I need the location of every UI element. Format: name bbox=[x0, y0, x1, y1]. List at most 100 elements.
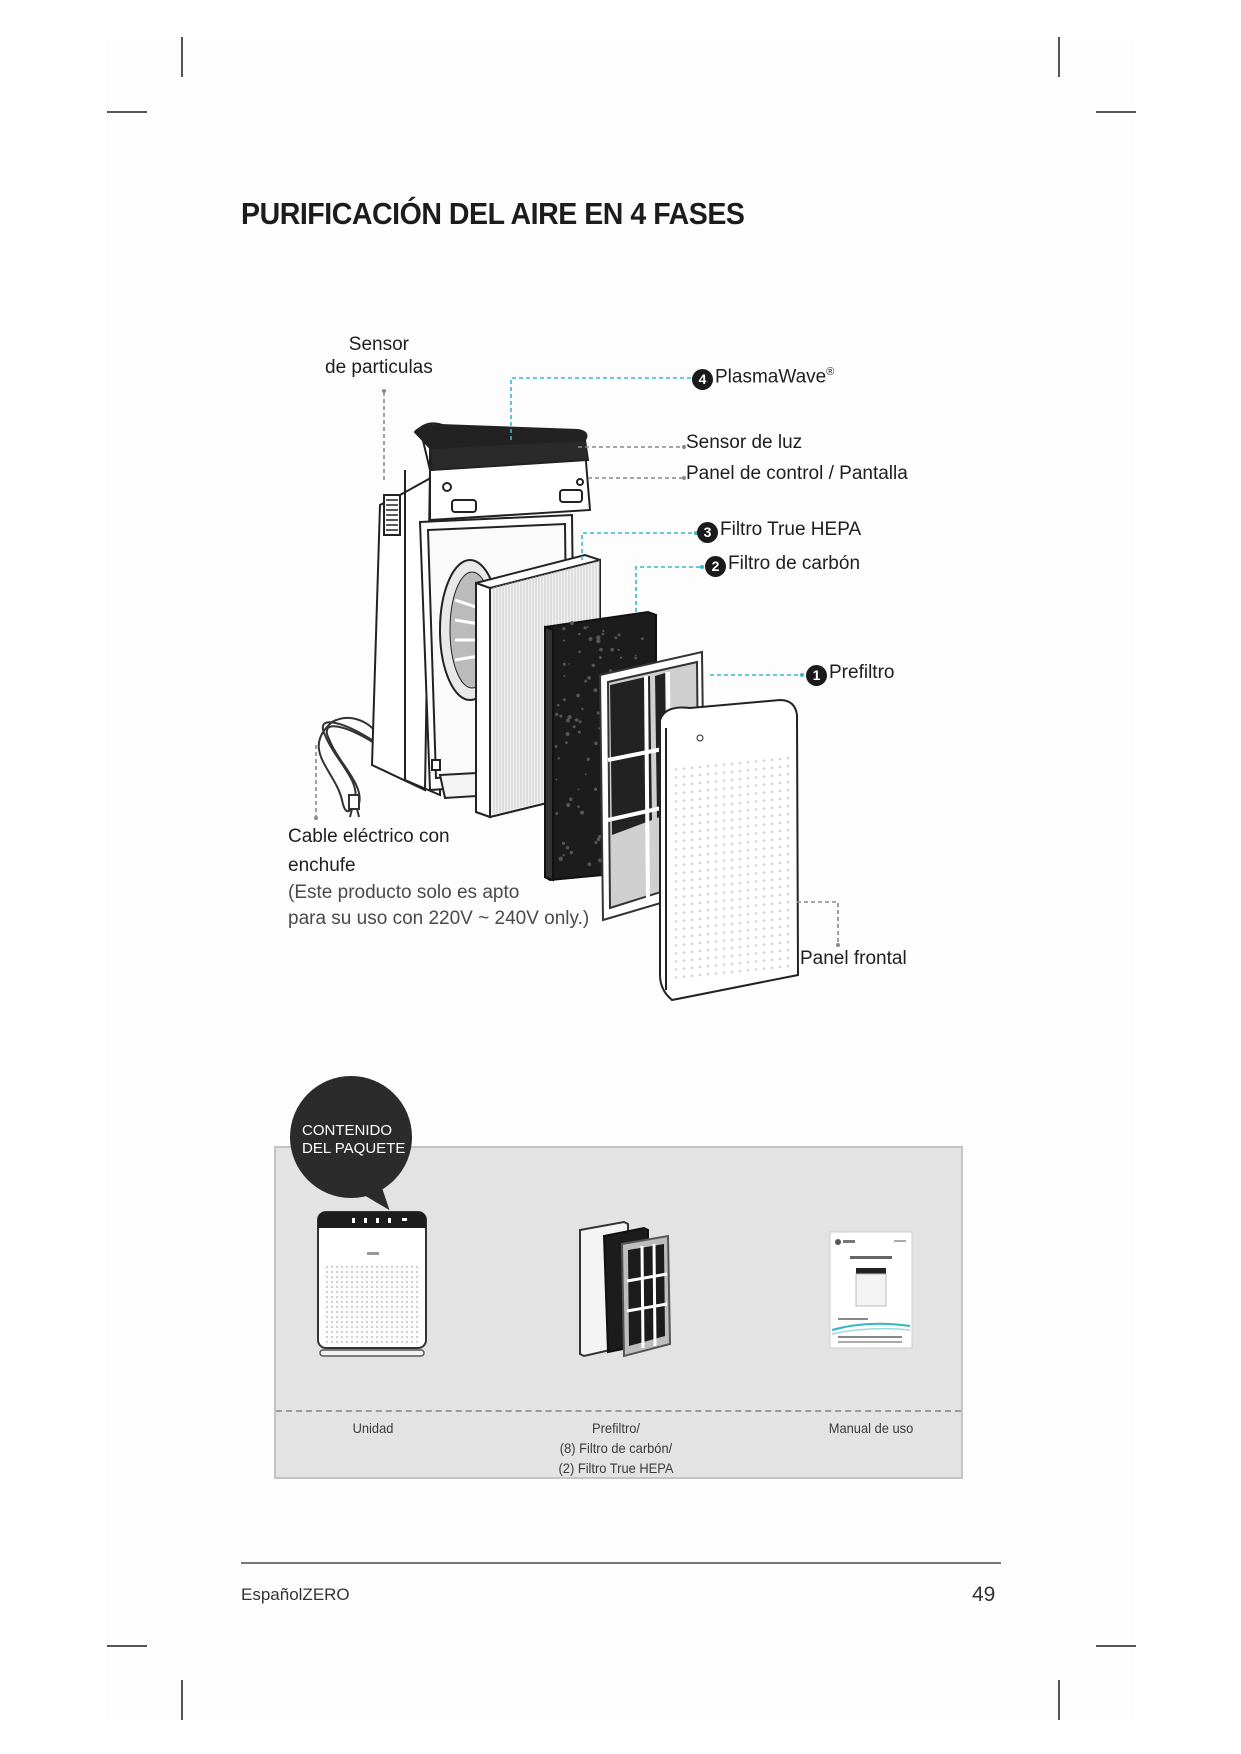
unit-grid-dot bbox=[401, 1291, 403, 1293]
unit-grid-dot bbox=[341, 1321, 343, 1323]
unit-grid-dot bbox=[351, 1291, 353, 1293]
unit-grid-dot bbox=[361, 1326, 363, 1328]
unit-grid-dot bbox=[411, 1316, 413, 1318]
unit-grid-dot bbox=[391, 1311, 393, 1313]
unit-grid-dot bbox=[341, 1276, 343, 1278]
unit-grid-dot bbox=[386, 1266, 388, 1268]
unit-grid-dot bbox=[401, 1281, 403, 1283]
unit-grid-dot bbox=[326, 1316, 328, 1318]
unit-grid-dot bbox=[326, 1306, 328, 1308]
unit-grid-dot bbox=[396, 1331, 398, 1333]
unit-grid-dot bbox=[341, 1266, 343, 1268]
unit-grid-dot bbox=[366, 1316, 368, 1318]
unit-grid-dot bbox=[336, 1326, 338, 1328]
unit-grid-dot bbox=[411, 1341, 413, 1343]
unit-grid-dot bbox=[416, 1341, 418, 1343]
unit-grid-dot bbox=[356, 1306, 358, 1308]
unit-grid-dot bbox=[391, 1291, 393, 1293]
unit-grid-dot bbox=[391, 1296, 393, 1298]
unit-grid-dot bbox=[351, 1281, 353, 1283]
unit-grid-dot bbox=[381, 1281, 383, 1283]
unit-grid-dot bbox=[376, 1281, 378, 1283]
unit-grid-dot bbox=[401, 1311, 403, 1313]
unit-grid-dot bbox=[376, 1266, 378, 1268]
unit-grid-dot bbox=[401, 1336, 403, 1338]
unit-grid-dot bbox=[406, 1311, 408, 1313]
unit-grid-dot bbox=[381, 1296, 383, 1298]
unit-grid-dot bbox=[336, 1321, 338, 1323]
unit-grid-dot bbox=[326, 1336, 328, 1338]
unit-grid-dot bbox=[366, 1306, 368, 1308]
unit-grid-dot bbox=[341, 1296, 343, 1298]
unit-grid-dot bbox=[381, 1336, 383, 1338]
unit-grid-dot bbox=[341, 1316, 343, 1318]
unit-grid-dot bbox=[336, 1276, 338, 1278]
unit-thumbnail bbox=[317, 1211, 427, 1357]
unit-grid-dot bbox=[356, 1341, 358, 1343]
unit-grid-dot bbox=[401, 1286, 403, 1288]
unit-grid-dot bbox=[346, 1336, 348, 1338]
unit-grid-dot bbox=[386, 1316, 388, 1318]
unit-grid-dot bbox=[391, 1271, 393, 1273]
unit-grid-dot bbox=[331, 1301, 333, 1303]
unit-grid-dot bbox=[406, 1316, 408, 1318]
unit-grid-dot bbox=[406, 1321, 408, 1323]
unit-grid-dot bbox=[371, 1296, 373, 1298]
unit-grid-dot bbox=[351, 1341, 353, 1343]
unit-grid-dot bbox=[371, 1271, 373, 1273]
unit-grid-dot bbox=[336, 1311, 338, 1313]
unit-grid-dot bbox=[361, 1306, 363, 1308]
package-item-unit: Unidad bbox=[352, 1420, 394, 1436]
unit-grid-dot bbox=[331, 1296, 333, 1298]
unit-grid-dot bbox=[416, 1301, 418, 1303]
crop-mark bbox=[181, 1680, 183, 1720]
unit-grid-dot bbox=[406, 1291, 408, 1293]
unit-grid-dot bbox=[361, 1286, 363, 1288]
unit-grid-dot bbox=[356, 1321, 358, 1323]
unit-grid-dot bbox=[411, 1281, 413, 1283]
page-number: 49 bbox=[972, 1583, 996, 1606]
unit-grid-dot bbox=[371, 1266, 373, 1268]
unit-grid-dot bbox=[376, 1316, 378, 1318]
unit-grid-dot bbox=[371, 1341, 373, 1343]
unit-grid-dot bbox=[416, 1276, 418, 1278]
unit-grid-dot bbox=[416, 1336, 418, 1338]
unit-grid-dot bbox=[361, 1311, 363, 1313]
unit-grid-dot bbox=[351, 1326, 353, 1328]
unit-grid-dot bbox=[381, 1311, 383, 1313]
crop-mark bbox=[1096, 111, 1136, 113]
unit-grid-dot bbox=[366, 1326, 368, 1328]
unit-grid-dot bbox=[346, 1321, 348, 1323]
unit-grid-dot bbox=[411, 1266, 413, 1268]
package-contents-bubble bbox=[290, 1076, 412, 1198]
unit-grid-dot bbox=[406, 1336, 408, 1338]
unit-grid-dot bbox=[416, 1311, 418, 1313]
unit-grid-dot bbox=[366, 1331, 368, 1333]
unit-grid-dot bbox=[366, 1276, 368, 1278]
unit-grid-dot bbox=[411, 1336, 413, 1338]
unit-grid-dot bbox=[341, 1271, 343, 1273]
unit-grid-dot bbox=[416, 1331, 418, 1333]
unit-grid-dot bbox=[331, 1326, 333, 1328]
unit-grid-dot bbox=[406, 1341, 408, 1343]
unit-grid-dot bbox=[346, 1301, 348, 1303]
unit-grid-dot bbox=[401, 1296, 403, 1298]
crop-mark bbox=[107, 1645, 147, 1647]
unit-grid-dot bbox=[386, 1336, 388, 1338]
unit-grid-dot bbox=[371, 1301, 373, 1303]
unit-grid-dot bbox=[406, 1306, 408, 1308]
package-contents-panel: Unidad Prefiltro/ (8) Filtro de carbón/ … bbox=[274, 1146, 963, 1479]
registered-mark: ® bbox=[826, 366, 835, 378]
page-title: PURIFICACIÓN DEL AIRE EN 4 FASES bbox=[241, 196, 745, 231]
unit-grid-dot bbox=[386, 1286, 388, 1288]
unit-grid-dot bbox=[416, 1306, 418, 1308]
unit-grid-dot bbox=[351, 1271, 353, 1273]
unit-grid-dot bbox=[381, 1266, 383, 1268]
unit-grid-dot bbox=[376, 1276, 378, 1278]
unit-grid-dot bbox=[351, 1286, 353, 1288]
unit-grid-dot bbox=[356, 1326, 358, 1328]
unit-grid-dot bbox=[356, 1276, 358, 1278]
unit-grid-dot bbox=[376, 1286, 378, 1288]
unit-grid-dot bbox=[381, 1301, 383, 1303]
